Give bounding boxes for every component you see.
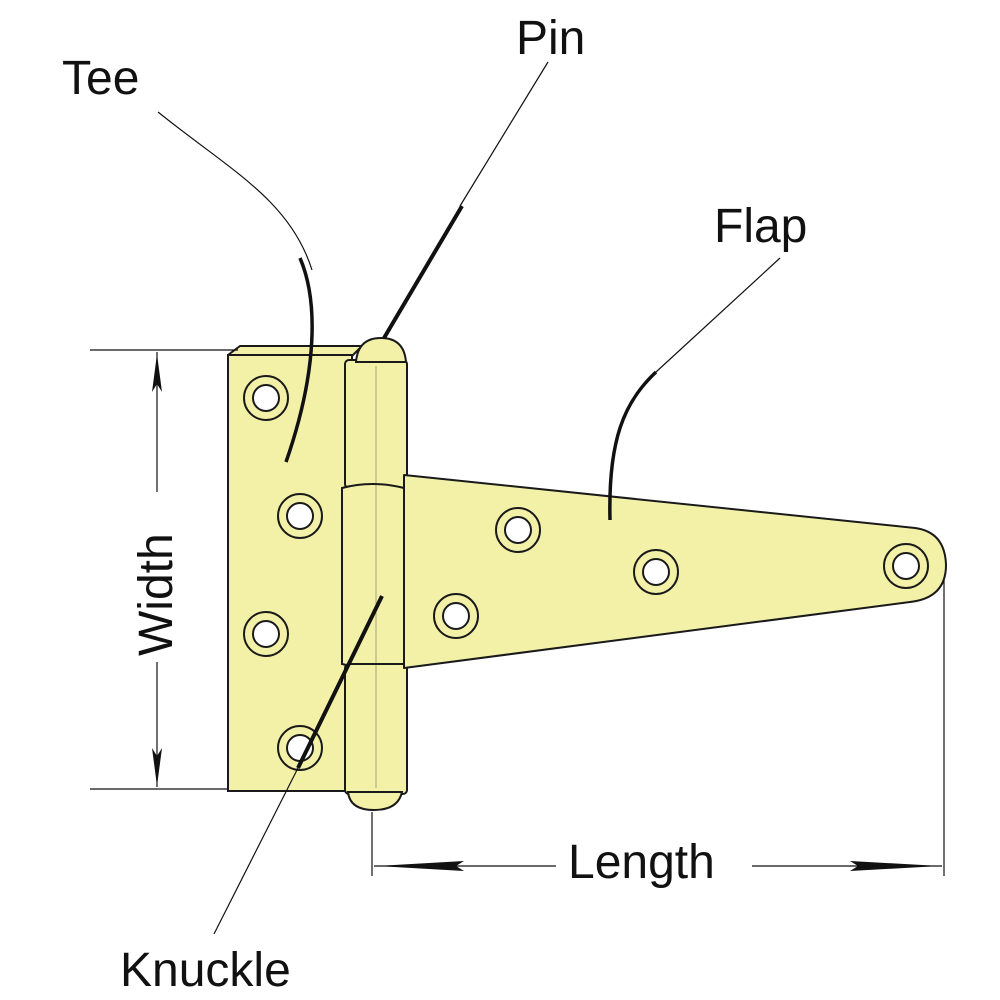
knuckle-middle bbox=[341, 483, 405, 669]
knuckle-leader-line bbox=[213, 767, 299, 935]
tee-plate bbox=[227, 345, 363, 792]
knuckle-leader-taper bbox=[296, 595, 384, 769]
knuckle-label: Knuckle bbox=[120, 944, 291, 997]
screw-hole bbox=[433, 593, 479, 639]
length-arrow-left bbox=[376, 861, 464, 871]
tee-leader-line bbox=[157, 111, 313, 271]
tee-label: Tee bbox=[62, 52, 139, 105]
pin-leader-line bbox=[459, 61, 549, 207]
tee-leader-taper bbox=[284, 257, 314, 463]
pin-cap-top bbox=[354, 336, 408, 363]
knuckle-barrel bbox=[341, 336, 408, 812]
flap-leader-taper bbox=[608, 370, 658, 521]
flap-leader-line bbox=[655, 257, 781, 373]
pin-cap-bottom bbox=[346, 791, 404, 812]
flap-label: Flap bbox=[714, 200, 807, 253]
length-label: Length bbox=[568, 836, 715, 889]
screw-hole bbox=[883, 543, 929, 589]
leader-lines bbox=[157, 61, 781, 935]
width-label: Width bbox=[130, 533, 183, 656]
screw-hole bbox=[243, 375, 289, 421]
length-arrow-right bbox=[850, 861, 940, 871]
tee-plate-face bbox=[227, 354, 353, 792]
width-dimension bbox=[90, 349, 238, 790]
pin-label: Pin bbox=[516, 12, 585, 65]
screw-hole bbox=[277, 493, 323, 539]
width-arrow-down bbox=[152, 748, 162, 786]
screw-hole bbox=[495, 507, 541, 553]
pin-leader-taper bbox=[382, 204, 464, 340]
screw-hole bbox=[243, 611, 289, 657]
width-arrow-up bbox=[152, 354, 162, 392]
screw-hole bbox=[633, 549, 679, 595]
length-dimension bbox=[371, 580, 945, 876]
